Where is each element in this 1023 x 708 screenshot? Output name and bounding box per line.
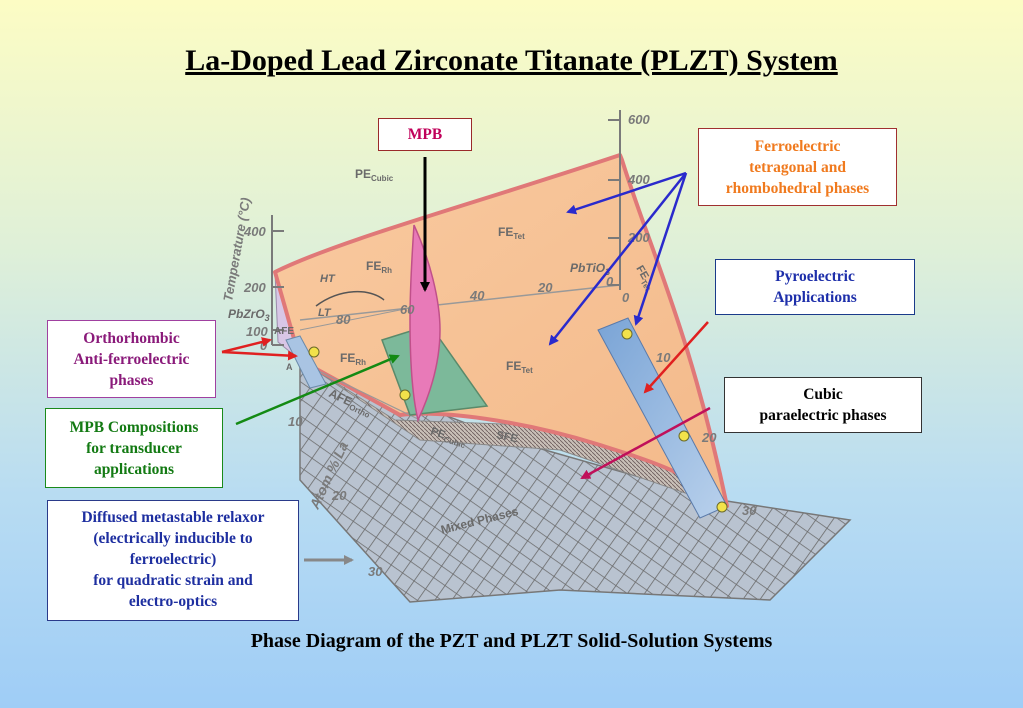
afe-label: AFE [274,326,294,337]
orthorhombic-line-1: Orthorhombic [83,330,180,347]
mpb-box: MPB [378,118,472,151]
relaxor-line-2: (electrically inducible to [93,530,253,547]
relaxor-line-5: electro-optics [128,593,218,610]
la-tick-20-right: 20 [701,430,717,445]
temperature-axis-left [271,215,284,346]
ht-label: HT [320,273,336,285]
composition-dot [678,430,690,442]
la-tick-20-left: 20 [331,488,347,503]
mpb-compositions-box: MPB Compositions for transducer applicat… [45,408,223,488]
ferroelectric-line-3: rhombohedral phases [725,180,870,197]
cubic-line-1: Cubic [803,386,843,403]
lt-label: LT [318,307,332,319]
orthorhombic-line-2: Anti-ferroelectric [73,351,190,368]
arrow-mpb-comp [235,354,400,426]
corner-a-label: A [286,362,293,372]
figure-caption: Phase Diagram of the PZT and PLZT Solid-… [250,630,773,652]
pe-cubic-top-label: PECubic [355,167,394,183]
pbzro3-label: PbZrO3 [228,307,270,323]
composition-dot [716,501,728,513]
arrow-cubic [580,406,711,480]
arrow-pyro [643,321,709,394]
la-tick-30-right: 30 [742,503,757,518]
comp-tick-80: 80 [336,312,351,327]
comp-tick-60: 60 [400,302,415,317]
mpb-comp-line-3: applications [93,461,175,478]
mpb-comp-line-1: MPB Compositions [69,419,199,436]
pyroelectric-line-1: Pyroelectric [775,268,855,285]
ferroelectric-line-1: Ferroelectric [754,138,841,155]
pyroelectric-line-2: Applications [773,289,857,306]
fe-rh-top-label: FERh [366,259,392,275]
composition-dot [308,346,320,358]
mixed-phases-region [299,358,852,603]
fe-tet-top-label: FETet [498,225,525,241]
temperature-axis-right [608,110,621,290]
comp-tick-0: 0 [606,274,614,289]
arrow-fe-3 [633,172,688,326]
t-tick-400-left: 400 [243,224,266,239]
fe-rh-low-label: FERh [340,351,366,367]
pyroelectric-box: Pyroelectric Applications [715,259,915,315]
la-tick-10-right: 10 [656,350,671,365]
mpb-comp-line-2: for transducer [86,440,182,457]
t-tick-600-right: 600 [628,112,650,127]
la-tick-30-left: 30 [368,564,383,579]
page-title: La-Doped Lead Zirconate Titanate (PLZT) … [185,44,838,77]
comp-tick-40: 40 [469,288,485,303]
sfe-label: SFE [495,429,518,445]
la-tick-10-left: 10 [288,414,303,429]
fe-tet-mid-label: FETet [506,359,533,375]
orthorhombic-box: Orthorhombic Anti-ferroelectric phases [47,320,216,398]
mpb-sheet [409,224,441,423]
cubic-box: Cubic paraelectric phases [724,377,922,433]
ferroelectric-box: Ferroelectric tetragonal and rhombohedra… [698,128,897,206]
fe-surface [273,153,729,508]
t-tick-200-left: 200 [243,280,266,295]
orthorhombic-line-3: phases [109,372,154,389]
relaxor-line-4: for quadratic strain and [93,572,253,589]
t-tick-400-right: 400 [627,172,650,187]
composition-dot [399,389,411,401]
arrow-ortho-2 [221,350,298,361]
relaxor-box: Diffused metastable relaxor (electricall… [47,500,299,621]
cubic-line-2: paraelectric phases [759,407,887,424]
arrow-ortho-1 [221,337,272,354]
t-tick-0-right: 0 [622,290,630,305]
arrow-fe-2 [548,172,687,346]
ferroelectric-line-2: tetragonal and [749,159,846,176]
arrow-fe-1 [566,171,687,215]
comp-tick-20: 20 [537,280,553,295]
relaxor-line-3: ferroelectric) [129,551,217,568]
mpb-box-text: MPB [407,126,443,143]
relaxor-line-1: Diffused metastable relaxor [81,509,265,526]
t-tick-100-left: 100 [246,324,268,339]
composition-dot [621,328,633,340]
